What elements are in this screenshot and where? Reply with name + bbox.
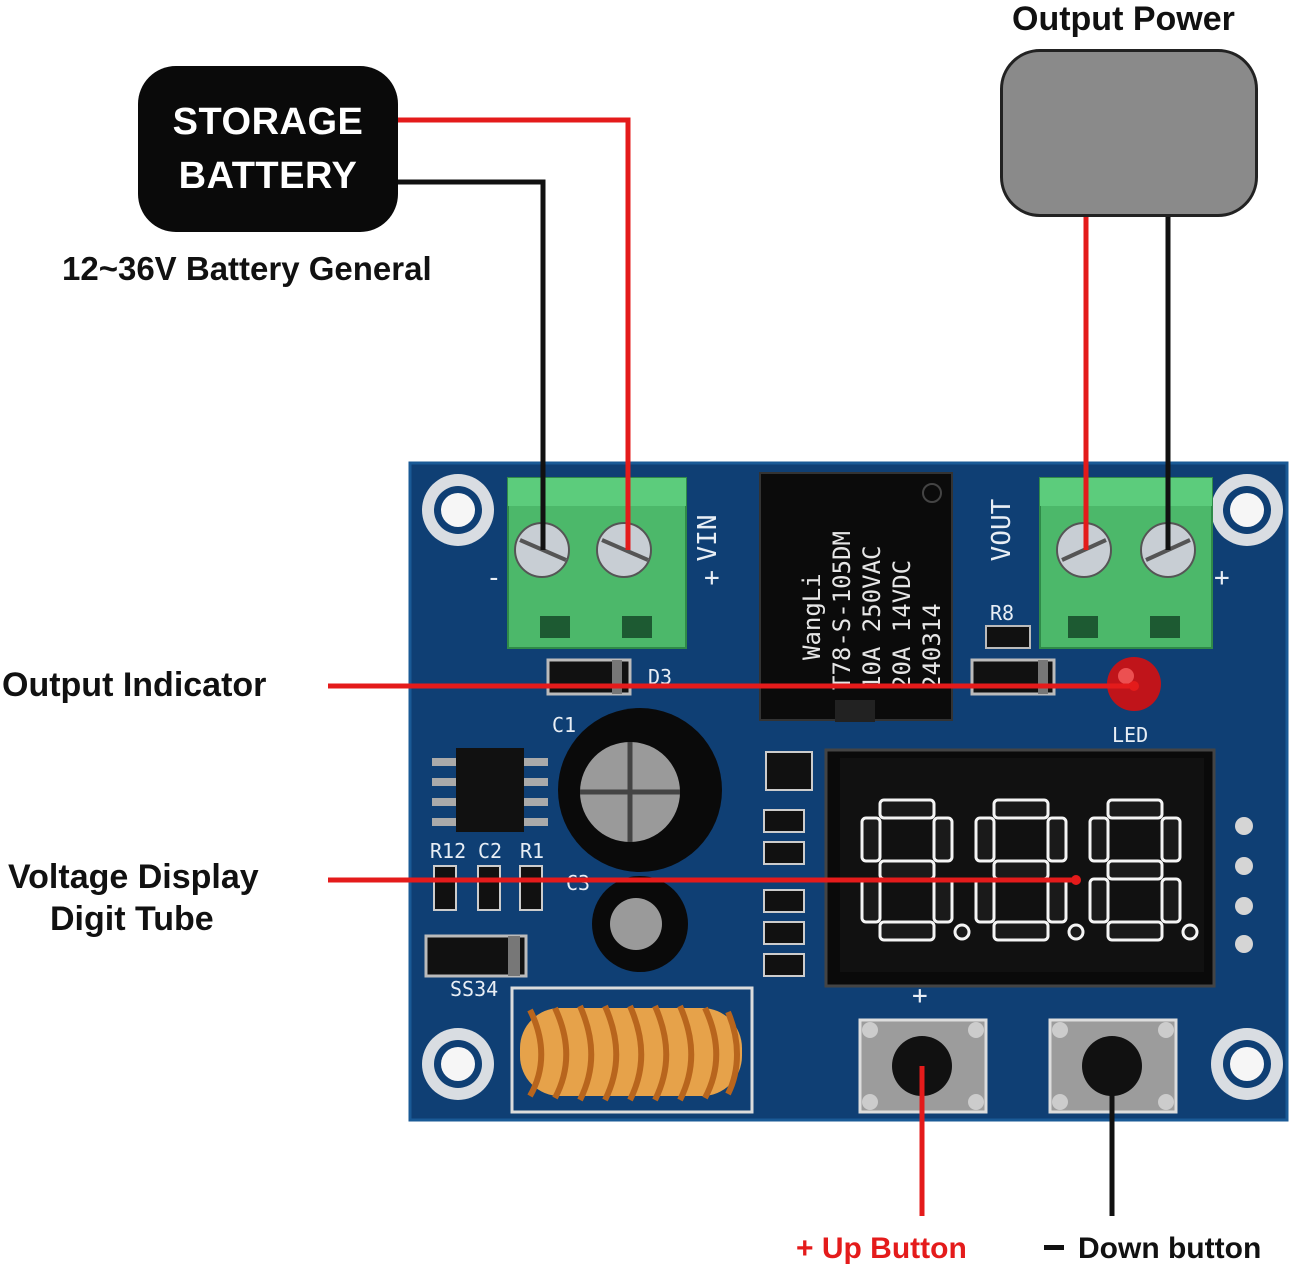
mounting-hole [1211,1028,1283,1100]
display-segment [1088,877,1110,924]
mounting-hole [422,474,494,546]
display-segment [1046,816,1068,863]
battery-general-label: 12~36V Battery General [62,250,432,287]
up-button-label: + Up Button [796,1232,967,1265]
relay-model: T78-S-105DM [828,531,856,690]
resistor-r8 [985,625,1031,649]
mounting-hole [422,1028,494,1100]
silk-r1: R1 [520,839,544,863]
output-indicator-label: Output Indicator [2,666,267,704]
storage-battery-title-2: BATTERY [178,155,358,197]
relay-date: 240314 [918,603,946,690]
relay-brand: WangLi [798,573,826,660]
display-digits [860,798,1199,942]
display-segment [1046,877,1068,924]
relay [759,472,953,722]
output-power-label: Output Power [1012,0,1235,38]
display-decimal-point [1067,923,1085,941]
diode-ss34 [424,934,528,978]
silk-led: LED [1112,723,1148,747]
display-decimal-point [953,923,971,941]
display-decimal-point [1181,923,1199,941]
silk-r12: R12 [430,839,466,863]
silk-vin-minus: - [486,563,502,593]
up-button[interactable] [858,1018,988,1114]
storage-battery-box: STORAGE BATTERY [138,66,398,232]
silk-vin: VIN [693,515,723,562]
smd-components [433,751,813,977]
display-segment [992,859,1050,881]
output-power-box [1000,49,1258,217]
display-digit [860,798,971,942]
display-segment [932,816,954,863]
voltage-display-label: Voltage Display [8,858,259,896]
silk-c2: C2 [478,839,502,863]
diode-d3 [546,658,632,696]
display-segment [992,920,1050,942]
output-terminal-block [1039,477,1213,649]
display-segment [932,877,954,924]
header-pads [1235,817,1253,953]
capacitor-c1 [558,708,722,872]
display-segment [860,877,882,924]
silk-ss34: SS34 [450,977,498,1001]
toroid-inductor [510,986,754,1114]
input-terminal-block [507,477,687,649]
display-segment [878,920,936,942]
display-segment [974,816,996,863]
silk-c1: C1 [552,713,576,737]
display-segment [878,859,936,881]
display-segment [974,877,996,924]
display-digit [974,798,1085,942]
silk-c3: C3 [566,871,590,895]
digit-tube-label: Digit Tube [50,900,214,938]
capacitor-c3 [592,876,688,972]
relay-rating-2: 20A 14VDC [888,560,916,690]
down-button-text: Down button [1078,1232,1262,1265]
display-segment [860,816,882,863]
silk-vout: VOUT [987,498,1017,561]
silk-display-plus: + [912,981,928,1011]
display-segment [1106,920,1164,942]
diode-d4 [970,658,1056,696]
battery-negative-wire [398,179,546,550]
storage-battery-title-1: STORAGE [172,101,364,143]
down-button-label: Down button [1044,1232,1261,1266]
silk-vin-plus: + [704,563,720,593]
display-segment [878,798,936,820]
display-segment [1160,816,1182,863]
silk-r8: R8 [990,601,1014,625]
battery-positive-wire [398,117,631,550]
minus-icon [1044,1244,1064,1250]
display-segment [992,798,1050,820]
mounting-hole [1211,474,1283,546]
display-digit [1088,798,1199,942]
regulator-ic [432,748,548,832]
relay-rating-1: 10A 250VAC [858,546,886,691]
display-segment [1160,877,1182,924]
silk-vout-plus: + [1214,563,1230,593]
display-segment [1106,859,1164,881]
display-segment [1088,816,1110,863]
display-segment [1106,798,1164,820]
